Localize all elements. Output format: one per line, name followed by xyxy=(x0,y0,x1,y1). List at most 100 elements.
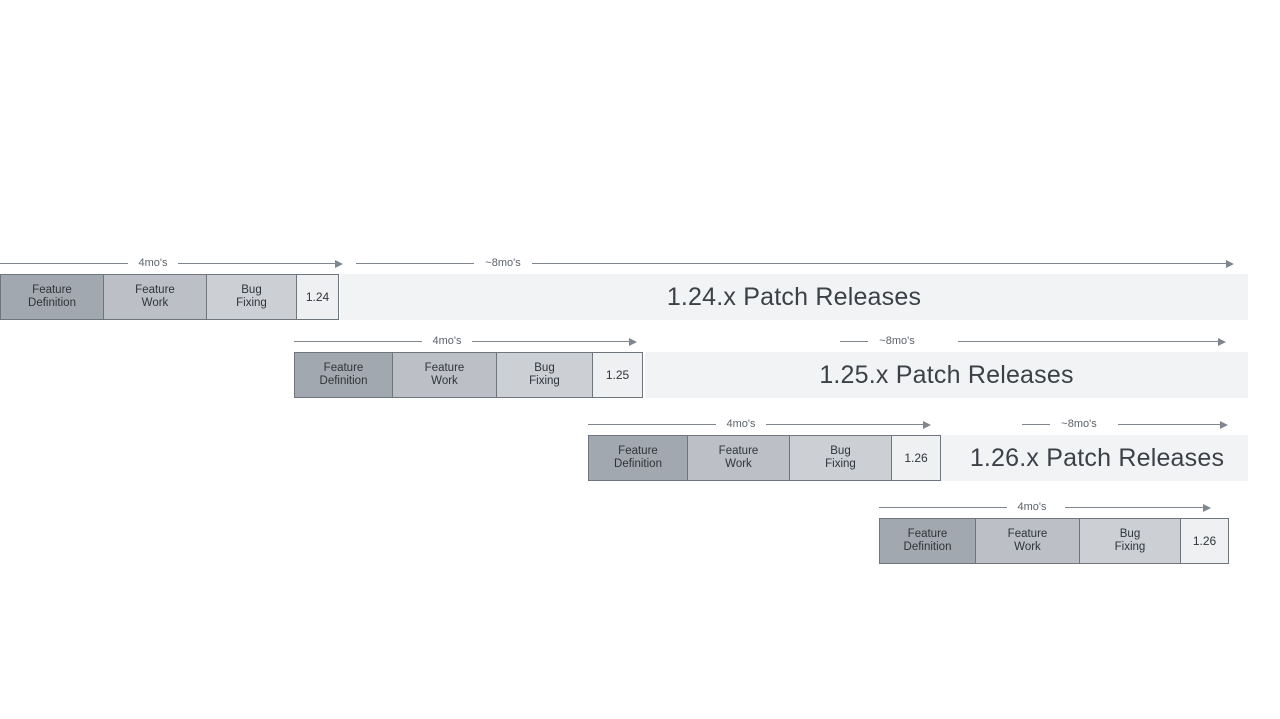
arrow-head-icon xyxy=(1220,420,1228,429)
arrow-head-icon xyxy=(1218,337,1226,346)
duration-arrow-patch-1-24: ~8mo's xyxy=(356,252,1236,274)
arrow-line-left xyxy=(840,341,868,342)
phase-label-line1: Feature xyxy=(1007,528,1048,540)
duration-label-patch-1-24: ~8mo's xyxy=(485,257,521,269)
phase-label: Feature Definition xyxy=(904,528,952,554)
phase-label-line2: Definition xyxy=(319,375,368,387)
duration-label-dev-1-26-next: 4mo's xyxy=(1017,501,1047,513)
arrow-line-right xyxy=(472,341,631,342)
phase-box-bug-fixing[interactable]: Bug Fixing xyxy=(206,274,297,320)
arrow-line-left xyxy=(294,341,422,342)
arrow-line-right xyxy=(1065,507,1205,508)
version-box-1-24[interactable]: 1.24 xyxy=(296,274,339,320)
arrow-line-right xyxy=(766,424,925,425)
phase-label-line2: Work xyxy=(1014,541,1041,553)
phase-label-line1: Feature xyxy=(323,362,364,374)
phase-box-feature-work[interactable]: Feature Work xyxy=(687,435,790,481)
release-row-1-24: 1.24.x Patch Releases 4mo's ~8mo's Featu… xyxy=(0,252,1280,344)
phase-label-line1: Feature xyxy=(907,528,948,540)
duration-label-patch-1-26: ~8mo's xyxy=(1061,418,1097,430)
phase-label: Feature Work xyxy=(1008,528,1048,554)
arrow-line-right xyxy=(958,341,1220,342)
patch-release-label-1-24: 1.24.x Patch Releases xyxy=(666,283,922,311)
arrow-head-icon xyxy=(1226,259,1234,268)
phase-label-line2: Work xyxy=(725,458,752,470)
version-box-1-26[interactable]: 1.26 xyxy=(891,435,941,481)
arrow-line-right xyxy=(1118,424,1222,425)
phase-label-line2: Definition xyxy=(903,541,952,553)
release-row-1-26-next: 4mo's Feature Definition Feature Work Bu… xyxy=(0,496,1280,588)
duration-label-patch-1-25: ~8mo's xyxy=(879,335,915,347)
duration-label-dev-1-26: 4mo's xyxy=(726,418,756,430)
phase-box-feature-definition[interactable]: Feature Definition xyxy=(588,435,688,481)
phase-label: Feature Definition xyxy=(614,445,662,471)
phase-label: Feature Work xyxy=(135,284,175,310)
version-box-1-26-next[interactable]: 1.26 xyxy=(1180,518,1229,564)
arrow-head-icon xyxy=(629,337,637,346)
arrow-head-icon xyxy=(335,259,343,268)
phase-label-line2: Definition xyxy=(28,297,76,309)
phase-label-line1: Bug xyxy=(830,445,851,457)
release-row-1-26: 1.26.x Patch Releases 4mo's ~8mo's Featu… xyxy=(0,413,1280,505)
arrow-head-icon xyxy=(1203,503,1211,512)
phase-label: Feature Work xyxy=(719,445,759,471)
phase-label-line2: Work xyxy=(431,375,458,387)
arrow-line-right xyxy=(532,263,1228,264)
phase-label: Bug Fixing xyxy=(529,362,560,388)
phase-label-line1: Feature xyxy=(424,362,465,374)
phase-label: Feature Definition xyxy=(28,284,76,310)
phase-strip-1-26-next: Feature Definition Feature Work Bug Fixi… xyxy=(879,518,1229,564)
phase-strip-1-24: Feature Definition Feature Work Bug Fixi… xyxy=(0,274,339,320)
phase-label-line2: Work xyxy=(141,297,169,309)
patch-release-label-1-25: 1.25.x Patch Releases xyxy=(819,361,1074,389)
release-row-1-25: 1.25.x Patch Releases 4mo's ~8mo's Featu… xyxy=(0,330,1280,422)
phase-label: Feature Definition xyxy=(320,362,368,388)
phase-label-line2: Fixing xyxy=(825,458,856,470)
duration-arrow-patch-1-25: ~8mo's xyxy=(840,330,1236,352)
duration-label-dev-1-25: 4mo's xyxy=(432,335,462,347)
phase-box-bug-fixing[interactable]: Bug Fixing xyxy=(789,435,892,481)
phase-label-line1: Bug xyxy=(1119,528,1141,540)
phase-box-feature-definition[interactable]: Feature Definition xyxy=(0,274,104,320)
phase-box-feature-definition[interactable]: Feature Definition xyxy=(294,352,393,398)
arrow-line-left xyxy=(0,263,128,264)
duration-arrow-dev-1-26-next: 4mo's xyxy=(879,496,1224,518)
phase-label-line1: Feature xyxy=(718,445,759,457)
arrow-head-icon xyxy=(923,420,931,429)
phase-label-line1: Feature xyxy=(32,284,72,296)
phase-label: Bug Fixing xyxy=(825,445,856,471)
arrow-line-left xyxy=(356,263,474,264)
phase-label-line2: Fixing xyxy=(529,375,560,387)
phase-box-feature-definition[interactable]: Feature Definition xyxy=(879,518,976,564)
duration-label-dev-1-24: 4mo's xyxy=(138,257,168,269)
phase-label-line1: Feature xyxy=(618,445,658,457)
phase-label: Bug Fixing xyxy=(236,284,267,310)
phase-label-line2: Fixing xyxy=(1114,541,1146,553)
phase-box-feature-work[interactable]: Feature Work xyxy=(975,518,1080,564)
duration-arrow-patch-1-26: ~8mo's xyxy=(1022,413,1236,435)
phase-label-line1: Bug xyxy=(241,284,262,296)
phase-strip-1-25: Feature Definition Feature Work Bug Fixi… xyxy=(294,352,643,398)
phase-label: Bug Fixing xyxy=(1115,528,1146,554)
phase-label-line2: Fixing xyxy=(236,297,267,309)
phase-box-feature-work[interactable]: Feature Work xyxy=(103,274,207,320)
arrow-line-left xyxy=(588,424,716,425)
patch-release-band-1-26: 1.26.x Patch Releases xyxy=(936,435,1248,481)
patch-release-label-1-26: 1.26.x Patch Releases xyxy=(969,444,1225,472)
phase-label-line2: Definition xyxy=(614,458,662,470)
arrow-line-left xyxy=(879,507,1007,508)
phase-box-feature-work[interactable]: Feature Work xyxy=(392,352,497,398)
patch-release-band-1-25: 1.25.x Patch Releases xyxy=(645,352,1248,398)
phase-box-bug-fixing[interactable]: Bug Fixing xyxy=(496,352,593,398)
phase-label: Feature Work xyxy=(425,362,465,388)
phase-label-line1: Bug xyxy=(534,362,555,374)
duration-arrow-dev-1-24: 4mo's xyxy=(0,252,345,274)
phase-box-bug-fixing[interactable]: Bug Fixing xyxy=(1079,518,1181,564)
phase-label-line1: Feature xyxy=(135,284,175,296)
patch-release-band-1-24: 1.24.x Patch Releases xyxy=(340,274,1248,320)
duration-arrow-dev-1-26: 4mo's xyxy=(588,413,933,435)
arrow-line-left xyxy=(1022,424,1050,425)
version-box-1-25[interactable]: 1.25 xyxy=(592,352,643,398)
arrow-line-right xyxy=(178,263,337,264)
